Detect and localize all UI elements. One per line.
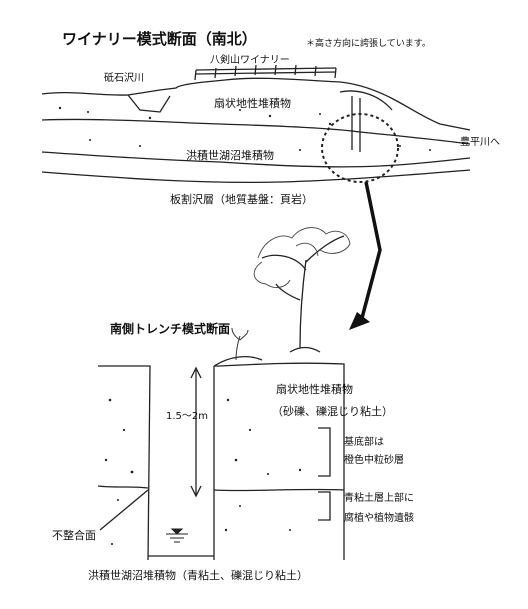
label-lake-deposit-trench: 洪積世湖沼堆積物（青粘土、礫混じり粘土） bbox=[88, 569, 308, 582]
label-fan-deposit-detail: （砂礫、礫混じり粘土） bbox=[272, 405, 393, 418]
sediment-texture-top bbox=[58, 106, 431, 151]
top-cross-section bbox=[41, 64, 471, 184]
label-clay-line1: 青粘土層上部に bbox=[344, 493, 414, 504]
sediment-texture-trench bbox=[104, 398, 302, 545]
water-table-icon bbox=[166, 528, 188, 543]
label-unconformity: 不整合面 bbox=[52, 529, 96, 542]
page-title: ワイナリー模式断面（南北） bbox=[62, 30, 257, 48]
label-toyohira-river: 豊平川へ bbox=[460, 137, 500, 148]
dotted-circle-icon bbox=[321, 113, 399, 183]
label-winery: 八剣山ワイナリー bbox=[210, 55, 290, 66]
plant-icon bbox=[231, 327, 249, 361]
exaggeration-note: ＊高さ方向に誇張しています。 bbox=[306, 39, 431, 49]
trench-title: 南側トレンチ模式断面 bbox=[110, 322, 231, 336]
label-fan-deposit-top: 扇状地性堆積物 bbox=[214, 97, 291, 110]
label-clay-line2: 腐植や植物遺骸 bbox=[344, 513, 414, 524]
tree-icon bbox=[253, 227, 351, 288]
depth-label: 1.5～2m bbox=[166, 411, 209, 422]
label-base-line2: 橙色中粒砂層 bbox=[344, 455, 404, 466]
label-lake-deposit-top: 洪積世湖沼堆積物 bbox=[186, 149, 274, 162]
label-toishizawa-river: 砥石沢川 bbox=[104, 73, 144, 84]
label-itawarizawa-formation: 板割沢層（地質基盤：頁岩） bbox=[170, 193, 313, 206]
label-fan-deposit-trench: 扇状地性堆積物 bbox=[276, 383, 353, 396]
trench-section-drawing bbox=[97, 235, 345, 561]
label-base-line1: 基底部は bbox=[344, 437, 384, 448]
arrow-icon bbox=[349, 181, 382, 330]
